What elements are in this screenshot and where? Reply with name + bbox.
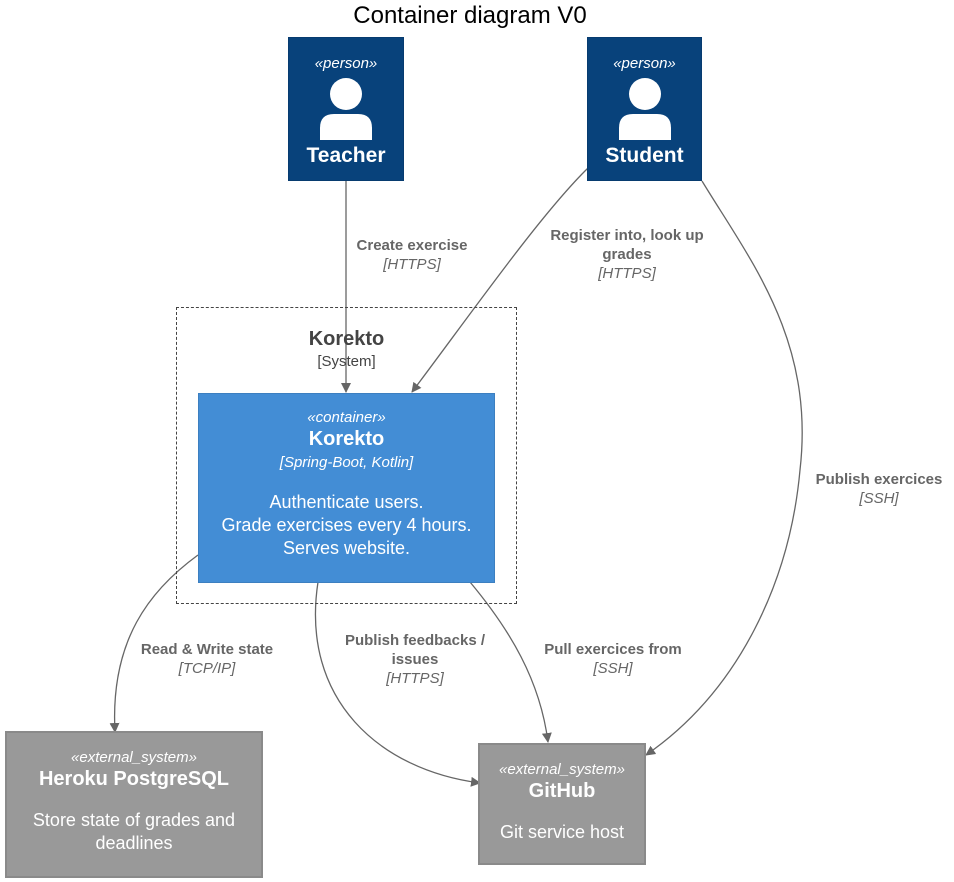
edge-label-text: Read & Write state xyxy=(140,641,274,658)
github-node: «external_system» GitHub Git service hos… xyxy=(478,743,646,865)
edge-label-tech: [TCP/IP] xyxy=(178,660,236,677)
edge-label-read-write: Read & Write state [TCP/IP] xyxy=(122,640,292,678)
korekto-stereotype: «container» xyxy=(307,409,386,426)
person-icon xyxy=(618,78,671,140)
korekto-description-line: Authenticate users. xyxy=(269,492,424,512)
edge-label-tech: [SSH] xyxy=(859,490,899,507)
student-stereotype: «person» xyxy=(613,55,676,72)
student-name: Student xyxy=(605,144,684,167)
github-description-line: Git service host xyxy=(499,822,625,842)
edge-label-tech: [SSH] xyxy=(593,660,633,677)
postgres-name: Heroku PostgreSQL xyxy=(38,768,230,790)
github-stereotype: «external_system» xyxy=(499,761,625,778)
edge-label-text: grades xyxy=(602,246,652,263)
teacher-stereotype: «person» xyxy=(314,55,378,72)
postgres-description-line: Store state of grades and xyxy=(32,810,236,830)
edge-label-tech: [HTTPS] xyxy=(598,265,656,282)
boundary-type: [System] xyxy=(317,353,376,370)
boundary-name: Korekto xyxy=(308,328,385,350)
edge-label-text: Pull exercices from xyxy=(544,641,682,658)
korekto-technology: [Spring-Boot, Kotlin] xyxy=(279,454,414,471)
github-name: GitHub xyxy=(528,780,596,802)
diagram-title: Container diagram V0 xyxy=(353,2,587,29)
edge-korekto-to-github-feedbacks xyxy=(314,581,481,787)
teacher-node: «person» Teacher xyxy=(288,37,404,181)
postgres-stereotype: «external_system» xyxy=(71,749,197,766)
korekto-name: Korekto xyxy=(308,428,385,450)
system-boundary: Korekto [System] xyxy=(176,307,517,604)
person-icon xyxy=(320,78,372,140)
edge-student-to-github xyxy=(645,180,803,756)
edge-label-tech: [HTTPS] xyxy=(383,256,441,273)
edge-label-pull-exercices: Pull exercices from [SSH] xyxy=(523,640,703,678)
korekto-description-line: Grade exercises every 4 hours. xyxy=(221,515,472,535)
edge-label-publish-exercices: Publish exercices [SSH] xyxy=(800,470,954,508)
edge-korekto-to-postgres xyxy=(109,554,199,733)
edge-label-publish-feedbacks: Publish feedbacks / issues [HTTPS] xyxy=(325,631,505,688)
edge-label-text: Create exercise xyxy=(356,237,468,254)
edge-korekto-to-github-pull xyxy=(469,581,552,743)
korekto-container-node: «container» Korekto [Spring-Boot, Kotlin… xyxy=(198,393,495,583)
edge-label-register: Register into, look up grades [HTTPS] xyxy=(527,226,727,283)
korekto-description-line: Serves website. xyxy=(282,538,411,558)
edge-label-text: issues xyxy=(391,651,439,668)
edge-label-text: Register into, look up xyxy=(550,227,704,244)
edge-label-create-exercise: Create exercise [HTTPS] xyxy=(332,236,492,274)
edge-student-to-korekto xyxy=(411,167,589,393)
teacher-name: Teacher xyxy=(306,144,386,167)
edge-label-tech: [HTTPS] xyxy=(386,670,444,687)
edge-label-text: Publish feedbacks / xyxy=(344,632,486,649)
student-node: «person» Student xyxy=(587,37,702,181)
edge-label-text: Publish exercices xyxy=(815,471,943,488)
postgres-description-line: deadlines xyxy=(95,833,173,853)
postgres-node: «external_system» Heroku PostgreSQL Stor… xyxy=(5,731,263,878)
